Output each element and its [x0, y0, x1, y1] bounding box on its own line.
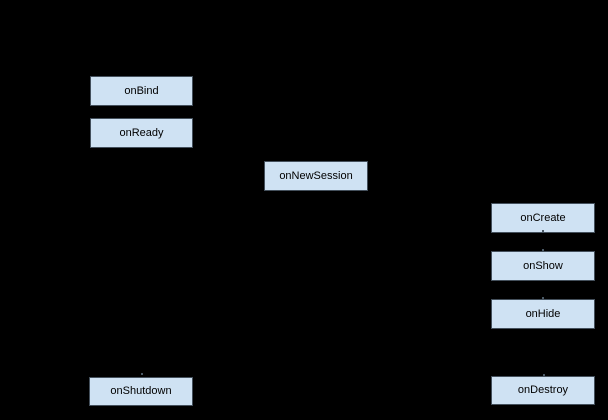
node-onnewsession: onNewSession [264, 161, 368, 191]
node-onshow: onShow [491, 251, 595, 281]
node-onshutdown: onShutdown [89, 377, 193, 406]
arrowhead-artifact [542, 230, 544, 232]
arrowhead-artifact [542, 297, 544, 299]
node-onready: onReady [90, 118, 193, 148]
node-onbind: onBind [90, 76, 193, 106]
arrowhead-artifact [542, 249, 544, 251]
node-ondestroy: onDestroy [491, 376, 595, 405]
node-oncreate: onCreate [491, 203, 595, 233]
arrowhead-artifact [141, 373, 143, 375]
node-onhide: onHide [491, 299, 595, 329]
arrowhead-artifact [543, 374, 545, 376]
